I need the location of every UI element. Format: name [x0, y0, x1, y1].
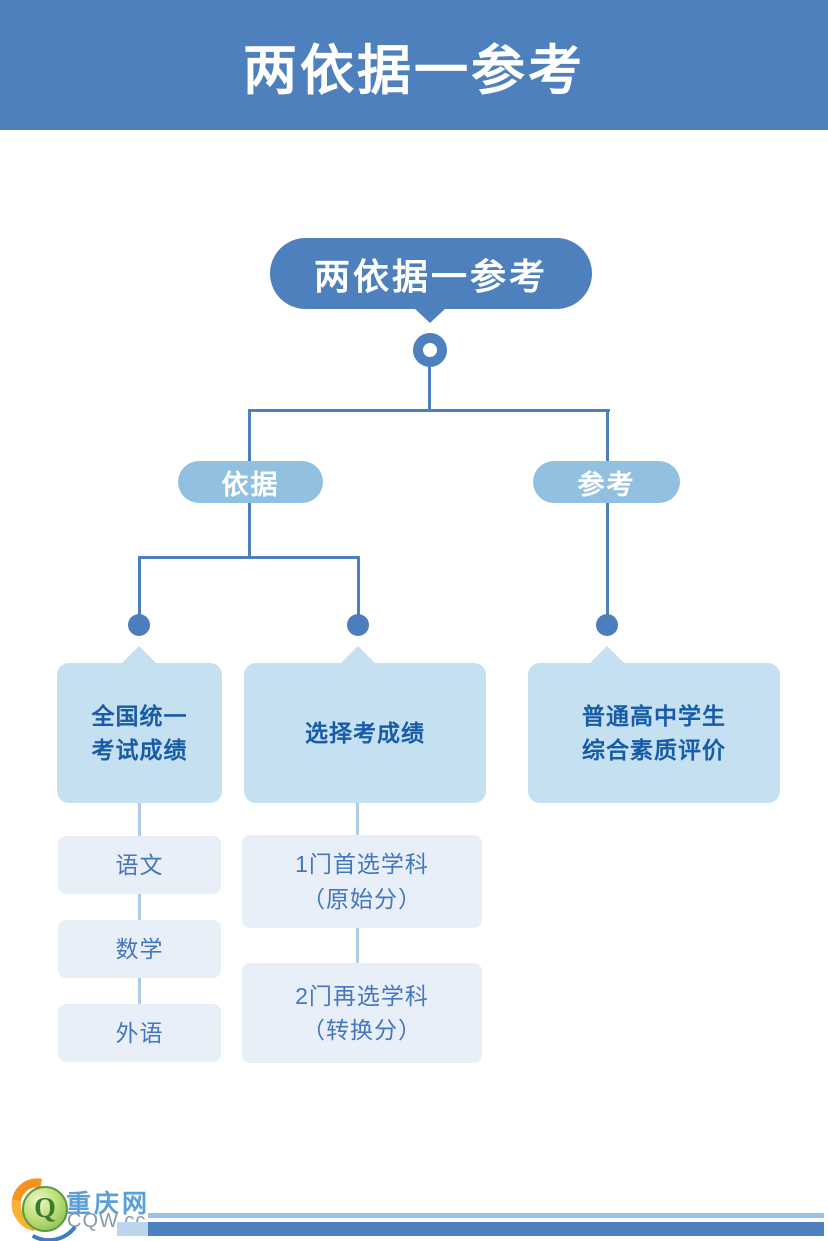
branch-node-basis: 依据	[178, 461, 323, 503]
site-logo: Q	[1, 1167, 88, 1241]
item-box-math: 数学	[58, 920, 221, 978]
item-box-first-choice-subject-label: 1门首选学科 （原始分）	[295, 851, 429, 912]
category-box-quality-evaluation: 普通高中学生 综合素质评价	[528, 663, 780, 803]
endpoint-dot-exam	[128, 614, 150, 636]
footer-bar	[148, 1222, 824, 1236]
item-box-foreign-language-label: 外语	[115, 1019, 164, 1046]
sub-branch-right-vertical-line	[357, 556, 360, 616]
item-box-chinese: 语文	[58, 836, 221, 894]
item-box-math-label: 数学	[115, 935, 164, 962]
category-box-quality-evaluation-label: 普通高中学生 综合素质评价	[582, 702, 726, 764]
connector-selective-2	[356, 928, 359, 963]
item-box-first-choice-subject: 1门首选学科 （原始分）	[242, 835, 482, 928]
connector-exam-2	[138, 894, 141, 920]
endpoint-dot-selective	[347, 614, 369, 636]
logo-letter: Q	[34, 1193, 56, 1224]
footer-bar-light-segment	[117, 1222, 148, 1236]
connector-exam-3	[138, 978, 141, 1004]
item-box-foreign-language: 外语	[58, 1004, 221, 1062]
item-box-second-choice-subjects: 2门再选学科 （转换分）	[242, 963, 482, 1063]
notch-quality	[589, 646, 625, 664]
page-title: 两依据一参考	[243, 40, 585, 101]
sub-branch-horizontal-line	[138, 556, 360, 559]
notch-exam	[121, 646, 157, 664]
header-banner: 两依据一参考	[0, 0, 828, 130]
footer-thin-line	[148, 1213, 824, 1218]
brand-name: 重庆网	[66, 1190, 151, 1218]
category-box-selective-exam-label: 选择考成绩	[305, 719, 425, 746]
item-box-chinese-label: 语文	[115, 851, 164, 878]
branch-node-reference: 参考	[533, 461, 680, 503]
connector-exam-1	[138, 803, 141, 836]
notch-selective	[340, 646, 376, 664]
category-box-national-exam: 全国统一 考试成绩	[57, 663, 222, 803]
root-anchor-circle	[413, 333, 447, 367]
category-box-national-exam-label: 全国统一 考试成绩	[91, 702, 188, 764]
branch-node-basis-label: 依据	[221, 469, 280, 500]
globe-q-icon: Q	[22, 1186, 68, 1232]
category-box-selective-exam: 选择考成绩	[244, 663, 486, 803]
root-pointer-triangle	[413, 307, 447, 323]
root-node-label: 两依据一参考	[313, 255, 548, 297]
item-box-second-choice-subjects-label: 2门再选学科 （转换分）	[295, 982, 429, 1044]
endpoint-dot-quality	[596, 614, 618, 636]
connector-selective-1	[356, 803, 359, 835]
branch-node-reference-label: 参考	[577, 469, 636, 500]
right-branch-vertical-line	[606, 409, 609, 616]
sub-branch-left-vertical-line	[138, 556, 141, 616]
branch-horizontal-line	[248, 409, 610, 412]
trunk-line	[428, 364, 431, 411]
root-node: 两依据一参考	[270, 238, 592, 309]
